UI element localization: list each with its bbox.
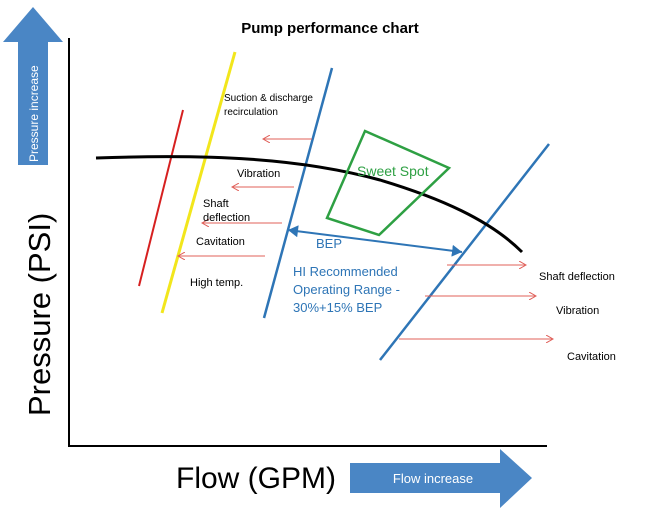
min-flow-limit-line: [262, 67, 334, 319]
pressure-increase-arrow: Pressure increase: [3, 7, 63, 165]
hi-range-line-2: Operating Range -: [293, 282, 400, 297]
hi-range-line-3: 30%+15% BEP: [293, 300, 382, 315]
cavitation-right-note: Cavitation: [567, 351, 616, 363]
high-temp-note: High temp.: [190, 277, 243, 289]
cavitation-limit-line: [160, 51, 237, 314]
sweet-spot-label: Sweet Spot: [357, 163, 429, 179]
cavitation-left-note: Cavitation: [196, 236, 245, 248]
bep-range-arrow: [287, 225, 463, 257]
flow-increase-label: Flow increase: [393, 471, 473, 486]
high-temp-limit-line: [138, 109, 184, 287]
bep-label: BEP: [316, 236, 342, 251]
shaft-note-line-2: deflection: [203, 212, 250, 224]
y-axis-title: Pressure (PSI): [22, 213, 57, 416]
shaft-note-line-1: Shaft: [203, 198, 229, 210]
max-flow-limit-line: [379, 143, 550, 361]
vibration-right-note: Vibration: [556, 305, 599, 317]
recirc-note-line-2: recirculation: [224, 107, 278, 118]
pump-curve: [95, 155, 524, 254]
chart-title: Pump performance chart: [241, 20, 419, 37]
vibration-left-note: Vibration: [237, 168, 280, 180]
x-axis-title: Flow (GPM): [176, 462, 336, 495]
hi-range-line-1: HI Recommended: [293, 264, 398, 279]
recirc-note-line-1: Suction & discharge: [224, 93, 313, 104]
shaft-deflection-right-note: Shaft deflection: [539, 271, 615, 283]
flow-increase-arrow: Flow increase: [350, 449, 532, 508]
pressure-increase-label: Pressure increase: [27, 65, 41, 162]
